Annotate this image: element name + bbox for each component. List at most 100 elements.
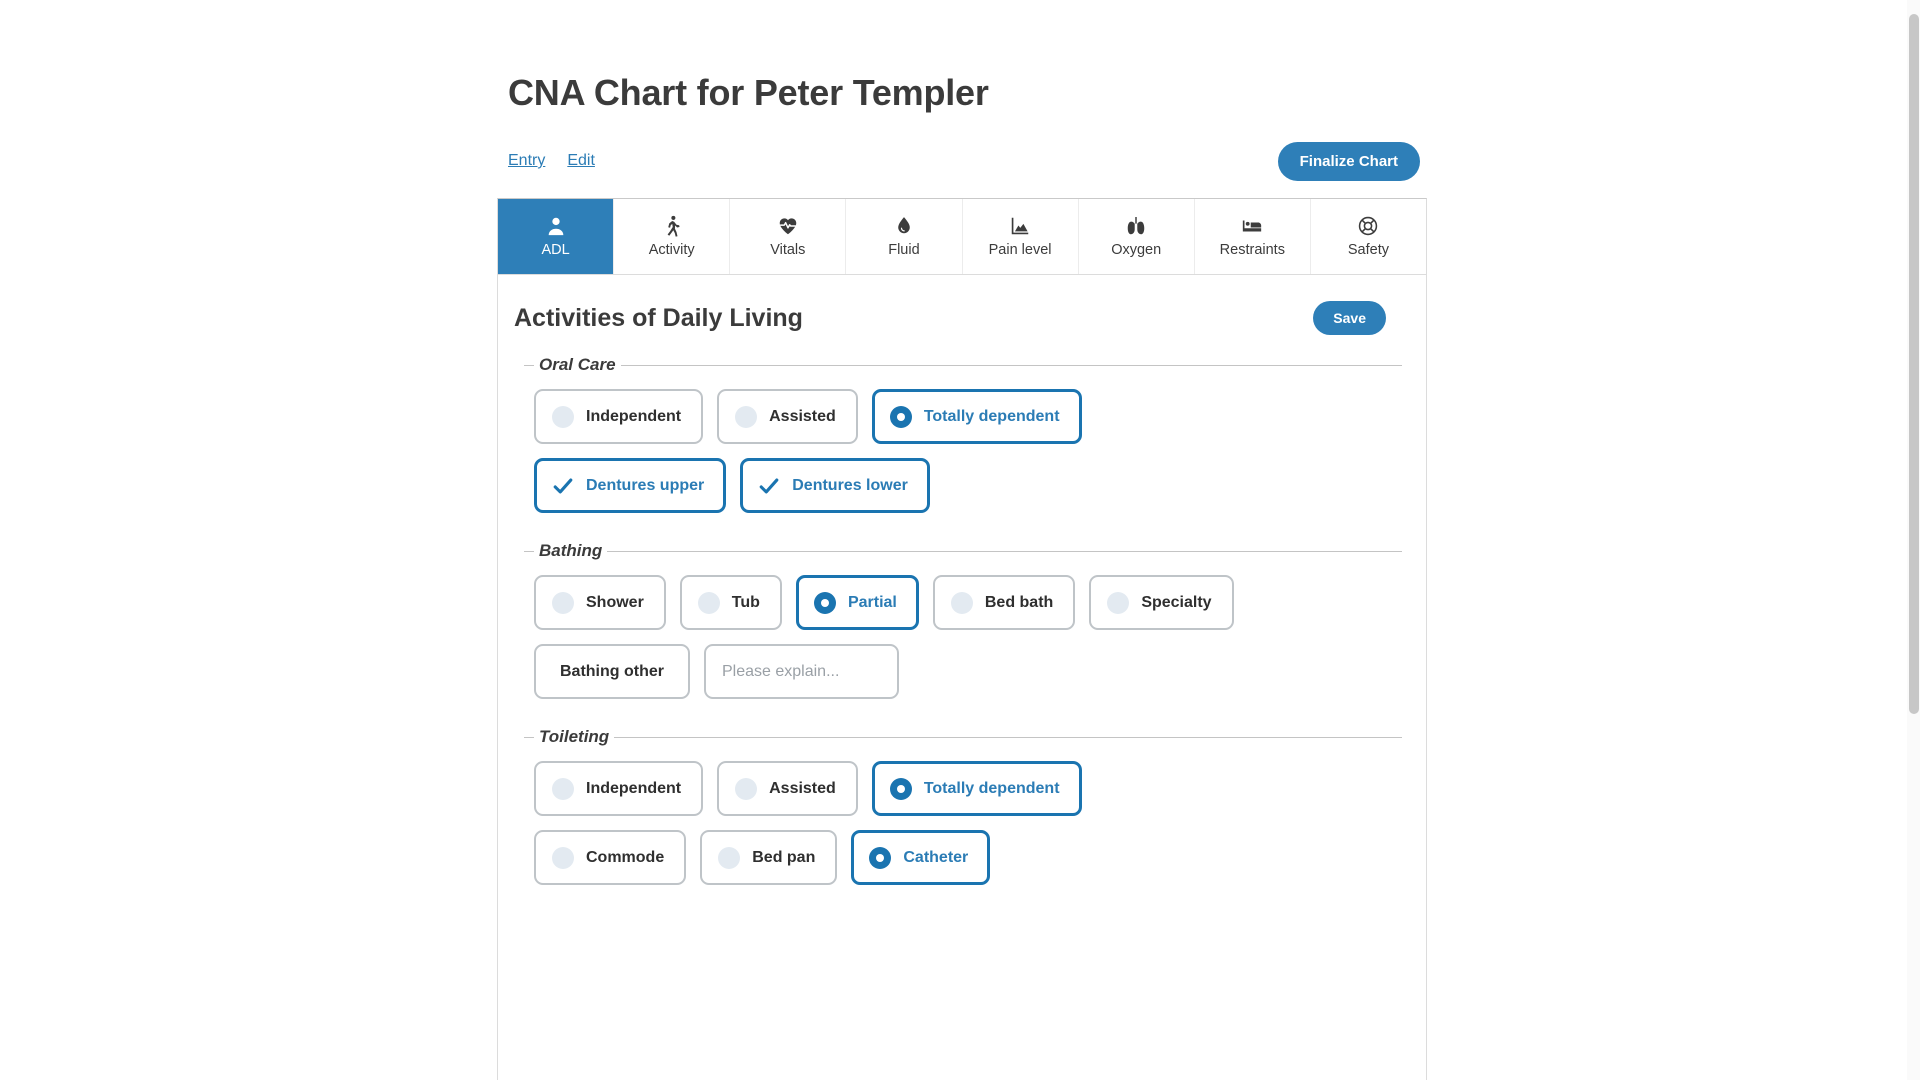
check-icon [552, 475, 574, 497]
panel-header: Activities of Daily Living Save [498, 275, 1426, 341]
tab-label: Pain level [988, 242, 1052, 258]
radio-indicator [552, 591, 574, 614]
save-button[interactable]: Save [1313, 301, 1386, 335]
option-row: Shower Tub Partial Bed bath Specialty [512, 561, 1412, 630]
option-label: Independent [586, 407, 682, 425]
option-label: Shower [586, 593, 644, 611]
option-label: Dentures lower [792, 476, 908, 494]
heartbeat-icon [777, 215, 799, 237]
option-row: Dentures upper Dentures lower [512, 444, 1412, 513]
option-shower[interactable]: Shower [534, 575, 666, 630]
bathing-other-input[interactable]: Please explain... [704, 644, 899, 699]
option-row: Bathing other Please explain... [512, 630, 1412, 699]
option-totally-dependent[interactable]: Totally dependent [871, 389, 1082, 444]
option-label: Bed bath [984, 593, 1054, 611]
radio-indicator [697, 591, 720, 614]
legend-rule-right [607, 550, 1402, 552]
tab-activity[interactable]: Activity [614, 199, 731, 274]
option-label: Tub [731, 593, 760, 611]
option-bed-pan[interactable]: Bed pan [700, 830, 838, 885]
subnav-link-edit[interactable]: Edit [567, 152, 595, 169]
radio-indicator [735, 777, 758, 800]
radio-indicator [813, 591, 836, 614]
walking-icon [661, 215, 683, 237]
radio-indicator [735, 405, 758, 428]
option-bed-bath[interactable]: Bed bath [932, 575, 1076, 630]
option-label: Assisted [769, 779, 836, 797]
radio-indicator [552, 777, 574, 800]
option-label: Bed pan [752, 848, 816, 866]
option-assisted[interactable]: Assisted [717, 761, 858, 816]
option-assisted[interactable]: Assisted [717, 389, 858, 444]
droplet-icon [893, 215, 915, 237]
option-independent[interactable]: Independent [534, 389, 704, 444]
group-legend-row: Bathing [524, 541, 1412, 561]
tab-pain-level[interactable]: Pain level [963, 199, 1079, 274]
lungs-icon [1125, 215, 1147, 237]
option-independent[interactable]: Independent [534, 761, 704, 816]
tab-label: Oxygen [1111, 242, 1162, 258]
tab-vitals[interactable]: Vitals [730, 199, 847, 274]
tab-label: Vitals [770, 242, 806, 258]
legend-rule-right [614, 736, 1402, 738]
legend-rule-left [524, 550, 534, 552]
radio-indicator [552, 405, 574, 428]
option-label: Totally dependent [923, 407, 1060, 425]
tab-fluid[interactable]: Fluid [846, 199, 963, 274]
radio-indicator [950, 591, 973, 614]
chart-icon [1009, 215, 1031, 237]
legend-rule-left [524, 364, 534, 366]
finalize-chart-button[interactable]: Finalize Chart [1277, 142, 1420, 181]
option-bathing-other[interactable]: Bathing other [534, 644, 690, 699]
option-row: Commode Bed pan Catheter [512, 816, 1412, 885]
radio-indicator [718, 846, 741, 869]
tab-label: Safety [1347, 242, 1389, 258]
option-label: Dentures upper [586, 476, 705, 494]
page-title: CNA Chart for Peter Templer [508, 72, 989, 114]
option-totally-dependent[interactable]: Totally dependent [871, 761, 1082, 816]
page-scrollbar[interactable] [1907, 0, 1920, 1080]
check-icon [758, 475, 780, 497]
panel-heading: Activities of Daily Living [514, 303, 803, 332]
option-partial[interactable]: Partial [795, 575, 919, 630]
radio-indicator [889, 777, 912, 800]
option-label: Independent [586, 779, 682, 797]
option-row: Independent Assisted Totally dependent [512, 375, 1412, 444]
input-placeholder: Please explain... [722, 662, 840, 680]
group-legend: Toileting [539, 727, 610, 746]
tab-adl[interactable]: ADL [498, 199, 615, 274]
option-row: Independent Assisted Totally dependent [512, 747, 1412, 816]
group-legend: Bathing [539, 541, 603, 560]
radio-indicator [552, 846, 574, 869]
tab-restraints[interactable]: Restraints [1195, 199, 1311, 274]
tab-label: Restraints [1219, 242, 1285, 258]
option-catheter[interactable]: Catheter [851, 830, 991, 885]
option-label: Totally dependent [923, 779, 1060, 797]
legend-rule-left [524, 736, 534, 738]
option-commode[interactable]: Commode [534, 830, 687, 885]
tab-label: Activity [648, 242, 695, 258]
option-specialty[interactable]: Specialty [1089, 575, 1234, 630]
tab-safety[interactable]: Safety [1311, 199, 1426, 274]
tab-oxygen[interactable]: Oxygen [1079, 199, 1195, 274]
lifebuoy-icon [1357, 215, 1379, 237]
option-label: Assisted [769, 407, 836, 425]
option-label: Catheter [903, 848, 969, 866]
person-icon [545, 215, 567, 237]
option-dentures-lower[interactable]: Dentures lower [740, 458, 930, 513]
subnav-link-entry[interactable]: Entry [508, 152, 546, 169]
scrollbar-thumb[interactable] [1909, 14, 1919, 714]
radio-indicator [889, 405, 912, 428]
group-legend-row: Toileting [524, 727, 1412, 747]
option-label: Partial [847, 593, 897, 611]
group-legend-row: Oral Care [524, 355, 1412, 375]
option-tub[interactable]: Tub [679, 575, 782, 630]
option-label: Commode [586, 848, 665, 866]
option-dentures-upper[interactable]: Dentures upper [534, 458, 727, 513]
option-label: Bathing other [560, 662, 664, 680]
